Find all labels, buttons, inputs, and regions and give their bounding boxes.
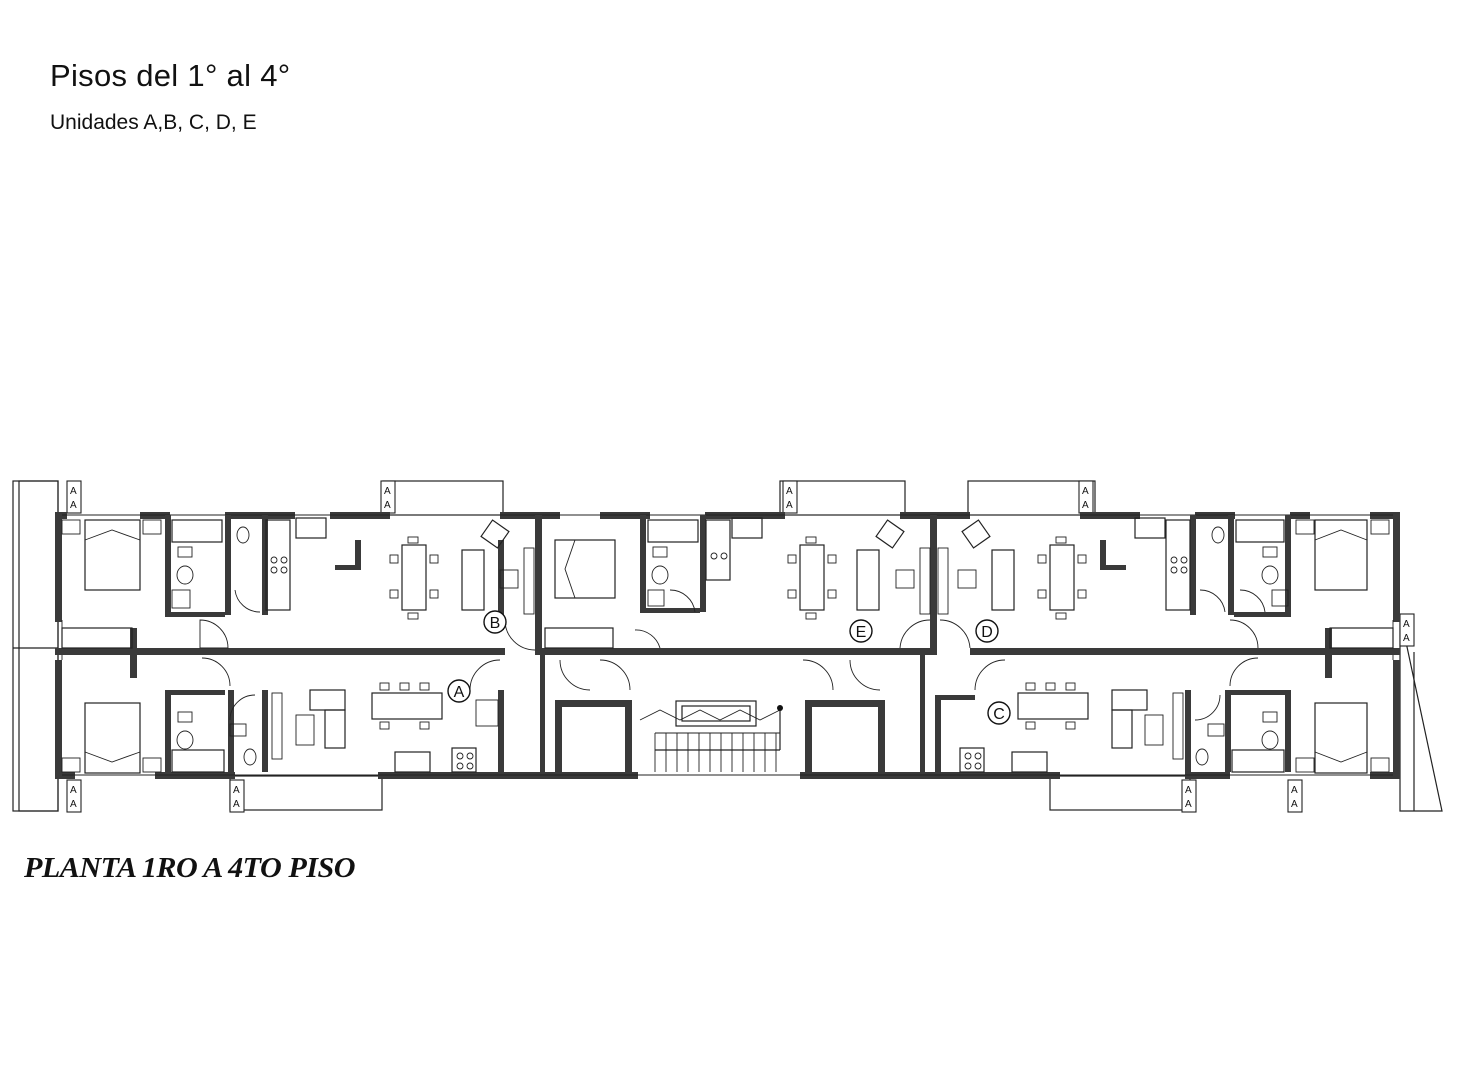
svg-text:A: A xyxy=(233,785,240,796)
plan-caption: PLANTA 1RO A 4TO PISO xyxy=(24,852,355,884)
staircase xyxy=(639,700,783,772)
svg-text:A: A xyxy=(384,500,391,511)
svg-text:A: A xyxy=(786,486,793,497)
unit-marker-e: E xyxy=(849,619,873,643)
svg-text:A: A xyxy=(70,500,77,511)
svg-text:A: A xyxy=(1185,799,1192,810)
exterior-walls xyxy=(55,512,1400,779)
page-subtitle: Unidades A,B, C, D, E xyxy=(50,111,257,134)
unit-marker-b: B xyxy=(483,610,507,634)
svg-text:A: A xyxy=(70,785,77,796)
page-title: Pisos del 1° al 4° xyxy=(50,58,291,93)
furniture xyxy=(61,517,1394,774)
section-marks: AA AA AA AA AA AA AA AA AA xyxy=(66,480,1415,813)
svg-text:A: A xyxy=(70,799,77,810)
unit-markers: A B C D E xyxy=(447,610,1011,725)
unit-marker-c: C xyxy=(987,701,1011,725)
svg-text:A: A xyxy=(454,684,465,701)
svg-text:C: C xyxy=(993,706,1005,723)
svg-text:A: A xyxy=(1403,633,1410,644)
svg-text:A: A xyxy=(384,486,391,497)
svg-text:E: E xyxy=(856,624,867,641)
svg-text:A: A xyxy=(1291,799,1298,810)
unit-marker-d: D xyxy=(975,619,999,643)
svg-text:A: A xyxy=(1403,619,1410,630)
svg-text:A: A xyxy=(1082,500,1089,511)
svg-text:A: A xyxy=(1082,486,1089,497)
svg-text:A: A xyxy=(1185,785,1192,796)
svg-text:D: D xyxy=(981,624,993,641)
svg-text:B: B xyxy=(490,615,501,632)
svg-text:A: A xyxy=(70,486,77,497)
svg-text:A: A xyxy=(786,500,793,511)
svg-text:A: A xyxy=(1291,785,1298,796)
interior-walls xyxy=(55,515,1400,772)
svg-text:A: A xyxy=(233,799,240,810)
unit-marker-a: A xyxy=(447,679,471,703)
